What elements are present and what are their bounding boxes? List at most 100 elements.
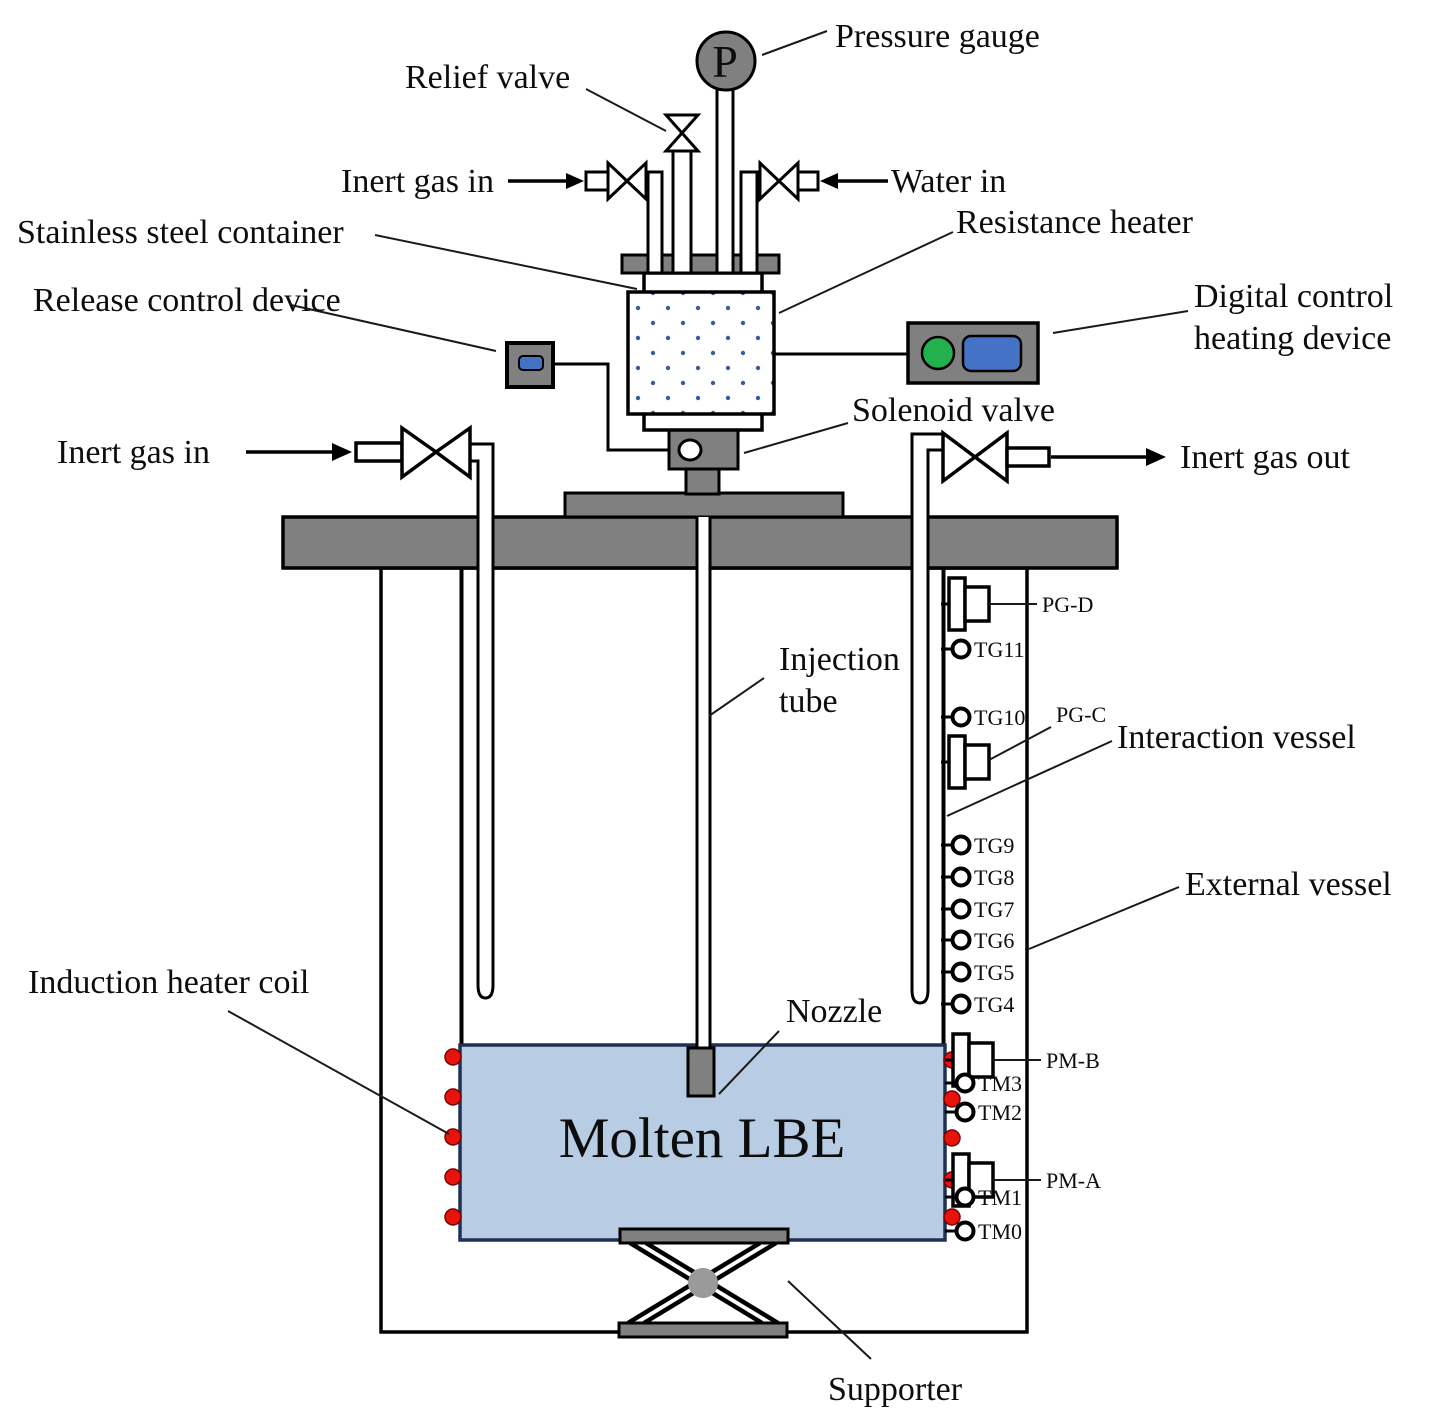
inert-gas-out-label: Inert gas out <box>1180 439 1351 476</box>
left-dip-pipe <box>470 442 495 1000</box>
thermocouple-port-icon <box>954 1072 976 1094</box>
resistance-heater <box>626 290 776 416</box>
sensor-TG9: TG9 <box>941 833 1014 858</box>
digital-control-heating-device <box>906 321 1040 385</box>
sensor-TM0: TM0 <box>945 1219 1022 1244</box>
injection-tube-label-line2: tube <box>779 683 838 720</box>
coil-turn-dot <box>943 1090 961 1108</box>
release-control-device-label: Release control device <box>33 282 341 319</box>
thermocouple-port-icon <box>954 1186 976 1208</box>
interaction-vessel-label: Interaction vessel <box>1117 719 1356 756</box>
sensor-TG6: TG6 <box>941 928 1014 953</box>
nozzle <box>686 1046 716 1098</box>
relief-valve-stem <box>671 149 693 275</box>
thermocouple-port-icon <box>950 961 972 983</box>
sensor-label: TG5 <box>974 960 1014 985</box>
sensor-label: TG10 <box>974 705 1025 730</box>
water-in-valve <box>758 159 888 203</box>
pressure-gauge-tube <box>715 87 735 275</box>
raised-platform <box>563 491 845 519</box>
sensor-label: TM1 <box>978 1185 1022 1210</box>
sensor-label: TM0 <box>978 1219 1022 1244</box>
sensor-PG-C: PG-C <box>941 702 1106 790</box>
sensor-TG10: TG10 <box>941 705 1025 730</box>
supporter-jack <box>617 1227 790 1339</box>
sensor-label: TG4 <box>974 992 1014 1017</box>
arrow-right-icon <box>566 173 584 189</box>
supporter-label: Supporter <box>828 1371 963 1408</box>
pressure-port-icon <box>947 576 967 632</box>
sensor-label: TG9 <box>974 833 1014 858</box>
coil-turn-dot <box>444 1168 462 1186</box>
pressure-gauge: P <box>695 30 757 92</box>
inert-gas-tube-top <box>646 170 664 275</box>
sensor-label: TG8 <box>974 865 1014 890</box>
solenoid-stem <box>684 467 721 496</box>
supporter-top-plate <box>618 1227 790 1245</box>
sensor-TG11: TG11 <box>941 637 1025 662</box>
sensor-TM1: TM1 <box>945 1185 1022 1210</box>
water-tube-top <box>739 170 759 275</box>
sensor-PM-B: PM-B <box>945 1032 1100 1088</box>
thermocouple-port-icon <box>950 898 972 920</box>
solenoid-valve-label: Solenoid valve <box>852 392 1055 429</box>
sensor-TG5: TG5 <box>941 960 1014 985</box>
sensor-label: PG-C <box>1056 702 1106 727</box>
sensor-label: PM-A <box>1046 1168 1101 1193</box>
nozzle-label: Nozzle <box>786 993 882 1030</box>
leader-lines <box>227 30 1189 1360</box>
arrow-right-icon <box>1146 448 1166 466</box>
sensor-label: TG7 <box>974 897 1014 922</box>
inert-gas-in-left-valve <box>246 424 472 481</box>
digital-control-label-line1: Digital control <box>1194 278 1393 315</box>
coil-turn-dot <box>444 1128 462 1146</box>
external-vessel-label: External vessel <box>1185 866 1392 903</box>
sensor-TM2: TM2 <box>945 1100 1022 1125</box>
inert-gas-out-valve <box>941 429 1166 485</box>
supporter-pivot <box>688 1268 718 1298</box>
stainless-steel-container-label: Stainless steel container <box>17 214 344 251</box>
coil-turn-dot <box>943 1208 961 1226</box>
gauge-symbol: P <box>712 36 738 87</box>
sensor-label: TG11 <box>974 637 1025 662</box>
injection-tube <box>695 517 712 1048</box>
digital-control-label-line2: heating device <box>1194 320 1391 357</box>
relief-valve-label: Relief valve <box>405 59 570 96</box>
sensor-label: TM2 <box>978 1100 1022 1125</box>
molten-lbe-label: Molten LBE <box>559 1107 846 1170</box>
sensor-PG-D: PG-D <box>941 576 1093 632</box>
arrow-left-icon <box>820 173 838 189</box>
release-wire <box>553 362 669 452</box>
induction-heater-coil-label: Induction heater coil <box>28 964 309 1001</box>
inert-gas-in-top-valve <box>508 159 648 203</box>
coil-turn-dot <box>444 1088 462 1106</box>
thermocouple-port-icon <box>950 993 972 1015</box>
release-control-device <box>505 341 669 452</box>
arrow-right-icon <box>332 443 352 461</box>
thermocouple-port-icon <box>950 638 972 660</box>
inert-gas-in-top-label: Inert gas in <box>341 163 494 200</box>
resistance-heater-label: Resistance heater <box>956 204 1194 241</box>
pressure-port-icon <box>947 734 967 790</box>
thermocouple-port-icon <box>954 1220 976 1242</box>
coil-turn-dot <box>444 1208 462 1226</box>
coil-turn-dot <box>943 1129 961 1147</box>
relief-valve <box>662 113 702 153</box>
sensor-TM3: TM3 <box>945 1071 1022 1096</box>
supporter-bottom-plate <box>617 1321 789 1339</box>
thermocouple-port-icon <box>950 834 972 856</box>
thermocouple-port-icon <box>950 866 972 888</box>
sensor-TG8: TG8 <box>941 865 1014 890</box>
sensor-TG4: TG4 <box>941 992 1014 1017</box>
inert-gas-in-left-label: Inert gas in <box>57 434 210 471</box>
sensor-TG7: TG7 <box>941 897 1014 922</box>
right-dip-pipe <box>910 432 943 1005</box>
sensor-label: TM3 <box>978 1071 1022 1096</box>
water-in-label: Water in <box>891 163 1006 200</box>
display-screen <box>961 334 1023 373</box>
thermocouple-port-icon <box>954 1101 976 1123</box>
solenoid-valve <box>667 428 740 471</box>
sensor-label: PG-D <box>1042 592 1093 617</box>
injection-tube-label-line1: Injection <box>779 641 900 678</box>
